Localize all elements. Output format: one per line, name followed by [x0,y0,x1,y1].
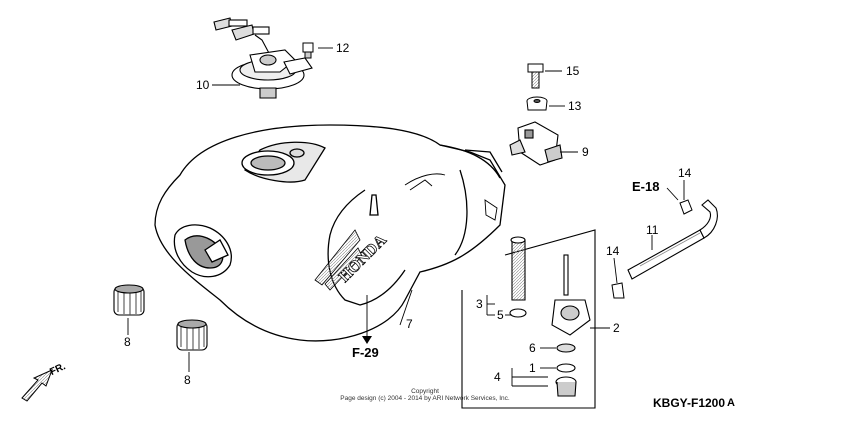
cushion-8-right [176,319,208,351]
callout-5: 5 [497,308,504,322]
callout-4: 4 [494,370,501,384]
callout-14-lower: 14 [606,244,620,258]
callout-9: 9 [582,145,589,159]
ref-e18[interactable]: E-18 [632,179,660,194]
callout-15: 15 [566,64,580,78]
callout-13: 13 [568,99,582,113]
front-arrow-icon [21,369,53,402]
callout-8-left: 8 [124,335,131,349]
callout-3: 3 [476,297,483,311]
callout-14-upper: 14 [678,166,692,180]
callout-8-right: 8 [184,373,191,387]
cushion-8-left [113,284,145,316]
ref-f29[interactable]: F-29 [352,345,379,360]
callout-10: 10 [196,78,210,92]
bolt-15 [527,63,544,89]
f29-arrow-icon [362,336,372,344]
callout-11: 11 [646,223,659,237]
callout-7: 7 [406,317,413,331]
clip-14-lower [611,282,625,299]
copyright-line-1: Copyright [411,388,439,395]
callout-1: 1 [529,361,536,375]
callout-6: 6 [529,341,536,355]
callout-2: 2 [613,321,620,335]
bracket-9 [509,121,563,166]
bolt-12 [302,42,314,59]
leader-lines [127,47,685,387]
callout-12: 12 [336,41,350,55]
revision-letter: A [727,397,735,409]
fuel-tank [154,124,506,342]
diagram-code: KBGY-F1200 [653,396,726,410]
fuel-valve-group [461,229,596,409]
copyright-line-2: Page design (c) 2004 - 2014 by ARI Netwo… [340,395,510,402]
washer-13 [526,96,548,111]
clip-14-upper [679,199,693,215]
fuel-hose-11 [627,199,718,280]
fuel-cap-assembly [213,17,313,99]
